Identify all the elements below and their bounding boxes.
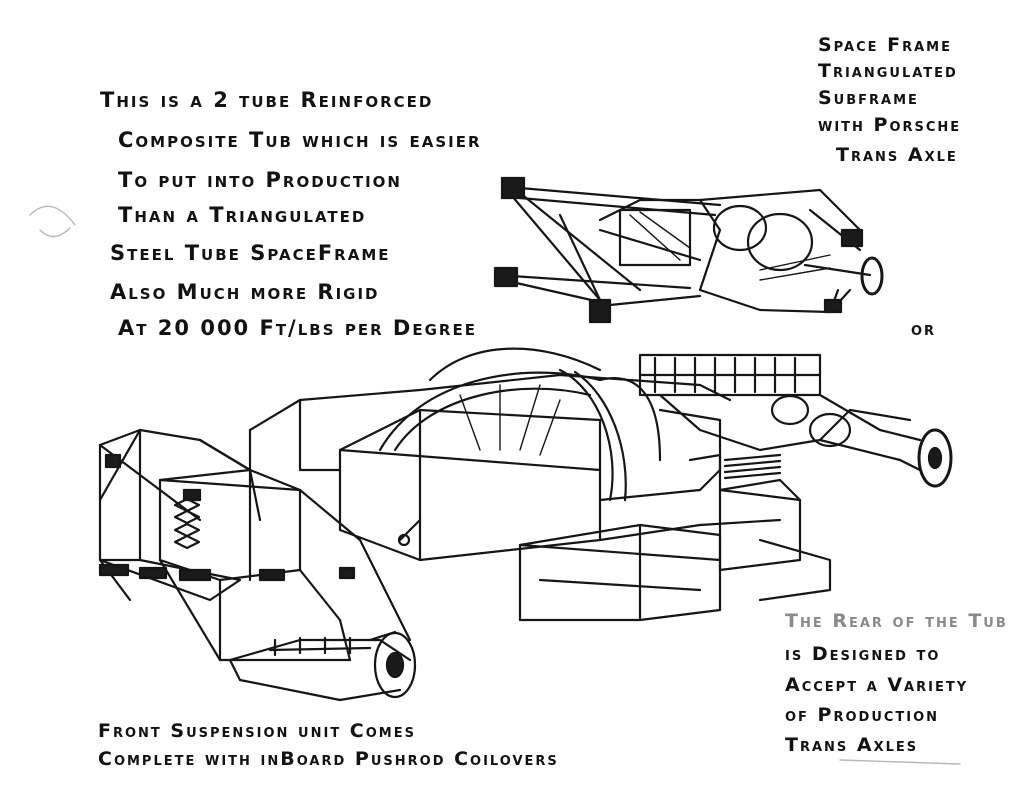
- rear-note-line-4: of Production: [785, 704, 940, 726]
- rear-engine-transaxle-drawing: [638, 353, 953, 488]
- space-frame-line-1: Space Frame: [818, 34, 952, 56]
- rear-note-line-5: Trans Axles: [785, 734, 919, 756]
- tub-note-line-2: Composite Tub which is easier: [118, 128, 482, 152]
- space-frame-line-4: with Porsche: [818, 114, 962, 136]
- rear-note-line-2: is Designed to: [785, 643, 941, 665]
- tub-note-line-5: Steel Tube SpaceFrame: [110, 241, 391, 265]
- composite-tub-drawing: [248, 347, 832, 622]
- space-frame-line-5: Trans Axle: [836, 144, 958, 166]
- tub-note-line-3: To put into Production: [118, 168, 402, 192]
- rear-note-line-3: Accept a Variety: [785, 674, 969, 696]
- tub-note-line-1: This is a 2 tube Reinforced: [100, 88, 434, 112]
- space-frame-subframe-drawing: [493, 176, 884, 324]
- paper-smudges: [29, 205, 961, 765]
- tub-note-line-7: At 20 000 Ft/lbs per Degree: [118, 316, 477, 340]
- front-note-line-2: Complete with inBoard Pushrod Coilovers: [98, 748, 559, 770]
- or-label: or: [911, 318, 937, 340]
- front-note-line-1: Front Suspension unit Comes: [98, 720, 416, 742]
- space-frame-line-2: Triangulated: [818, 60, 958, 82]
- front-suspension-drawing: [98, 428, 417, 702]
- tub-note-line-4: Than a Triangulated: [118, 203, 367, 227]
- tub-note-line-6: Also Much more Rigid: [110, 280, 380, 304]
- rear-note-line-1: The Rear of the Tub: [785, 610, 1008, 632]
- space-frame-line-3: Subframe: [818, 87, 919, 109]
